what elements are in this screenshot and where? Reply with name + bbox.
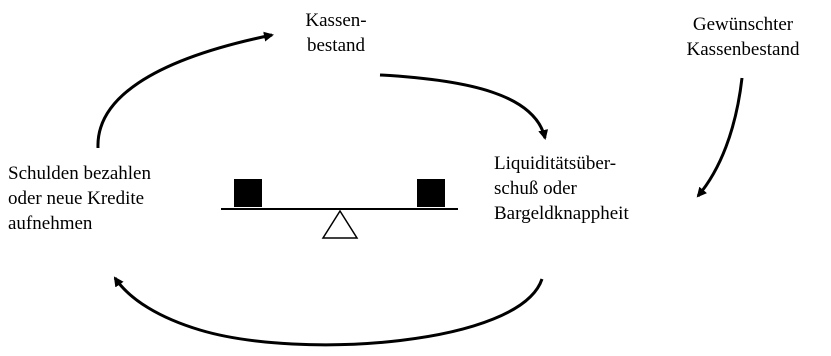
arrow-liquidity-to-debt <box>113 276 544 347</box>
node-cash-balance-line-2: bestand <box>306 35 366 56</box>
balance-scale-icon <box>221 179 458 239</box>
node-debt-action-line-3: aufnehmen <box>8 213 93 234</box>
scale-left-weight <box>234 179 262 207</box>
node-liquidity: Liquiditätsüber- schuß oder Bargeldknapp… <box>494 151 684 226</box>
arrow-cash-to-liquidity <box>379 73 549 140</box>
node-liquidity-line-2: schuß oder <box>494 178 577 199</box>
node-desired-cash-balance: Gewünschter Kassenbestand <box>668 12 818 62</box>
scale-right-weight <box>417 179 445 207</box>
node-desired-cash-balance-line-2: Kassenbestand <box>686 39 800 60</box>
node-desired-cash-balance-line-1: Gewünschter <box>692 14 794 35</box>
node-debt-action-line-1: Schulden bezahlen <box>8 163 151 184</box>
node-liquidity-line-3: Bargeldknappheit <box>494 203 629 224</box>
node-cash-balance-line-1: Kassen- <box>305 10 367 31</box>
arrow-desired-to-liquidity <box>696 77 744 198</box>
node-liquidity-line-1: Liquiditätsüber- <box>494 153 617 174</box>
scale-fulcrum <box>321 209 359 239</box>
node-debt-action-line-2: oder neue Kredite <box>8 188 145 209</box>
node-cash-balance: Kassen- bestand <box>281 8 391 58</box>
arrow-debt-to-cash <box>96 31 274 149</box>
node-debt-action: Schulden bezahlen oder neue Kredite aufn… <box>8 161 208 236</box>
